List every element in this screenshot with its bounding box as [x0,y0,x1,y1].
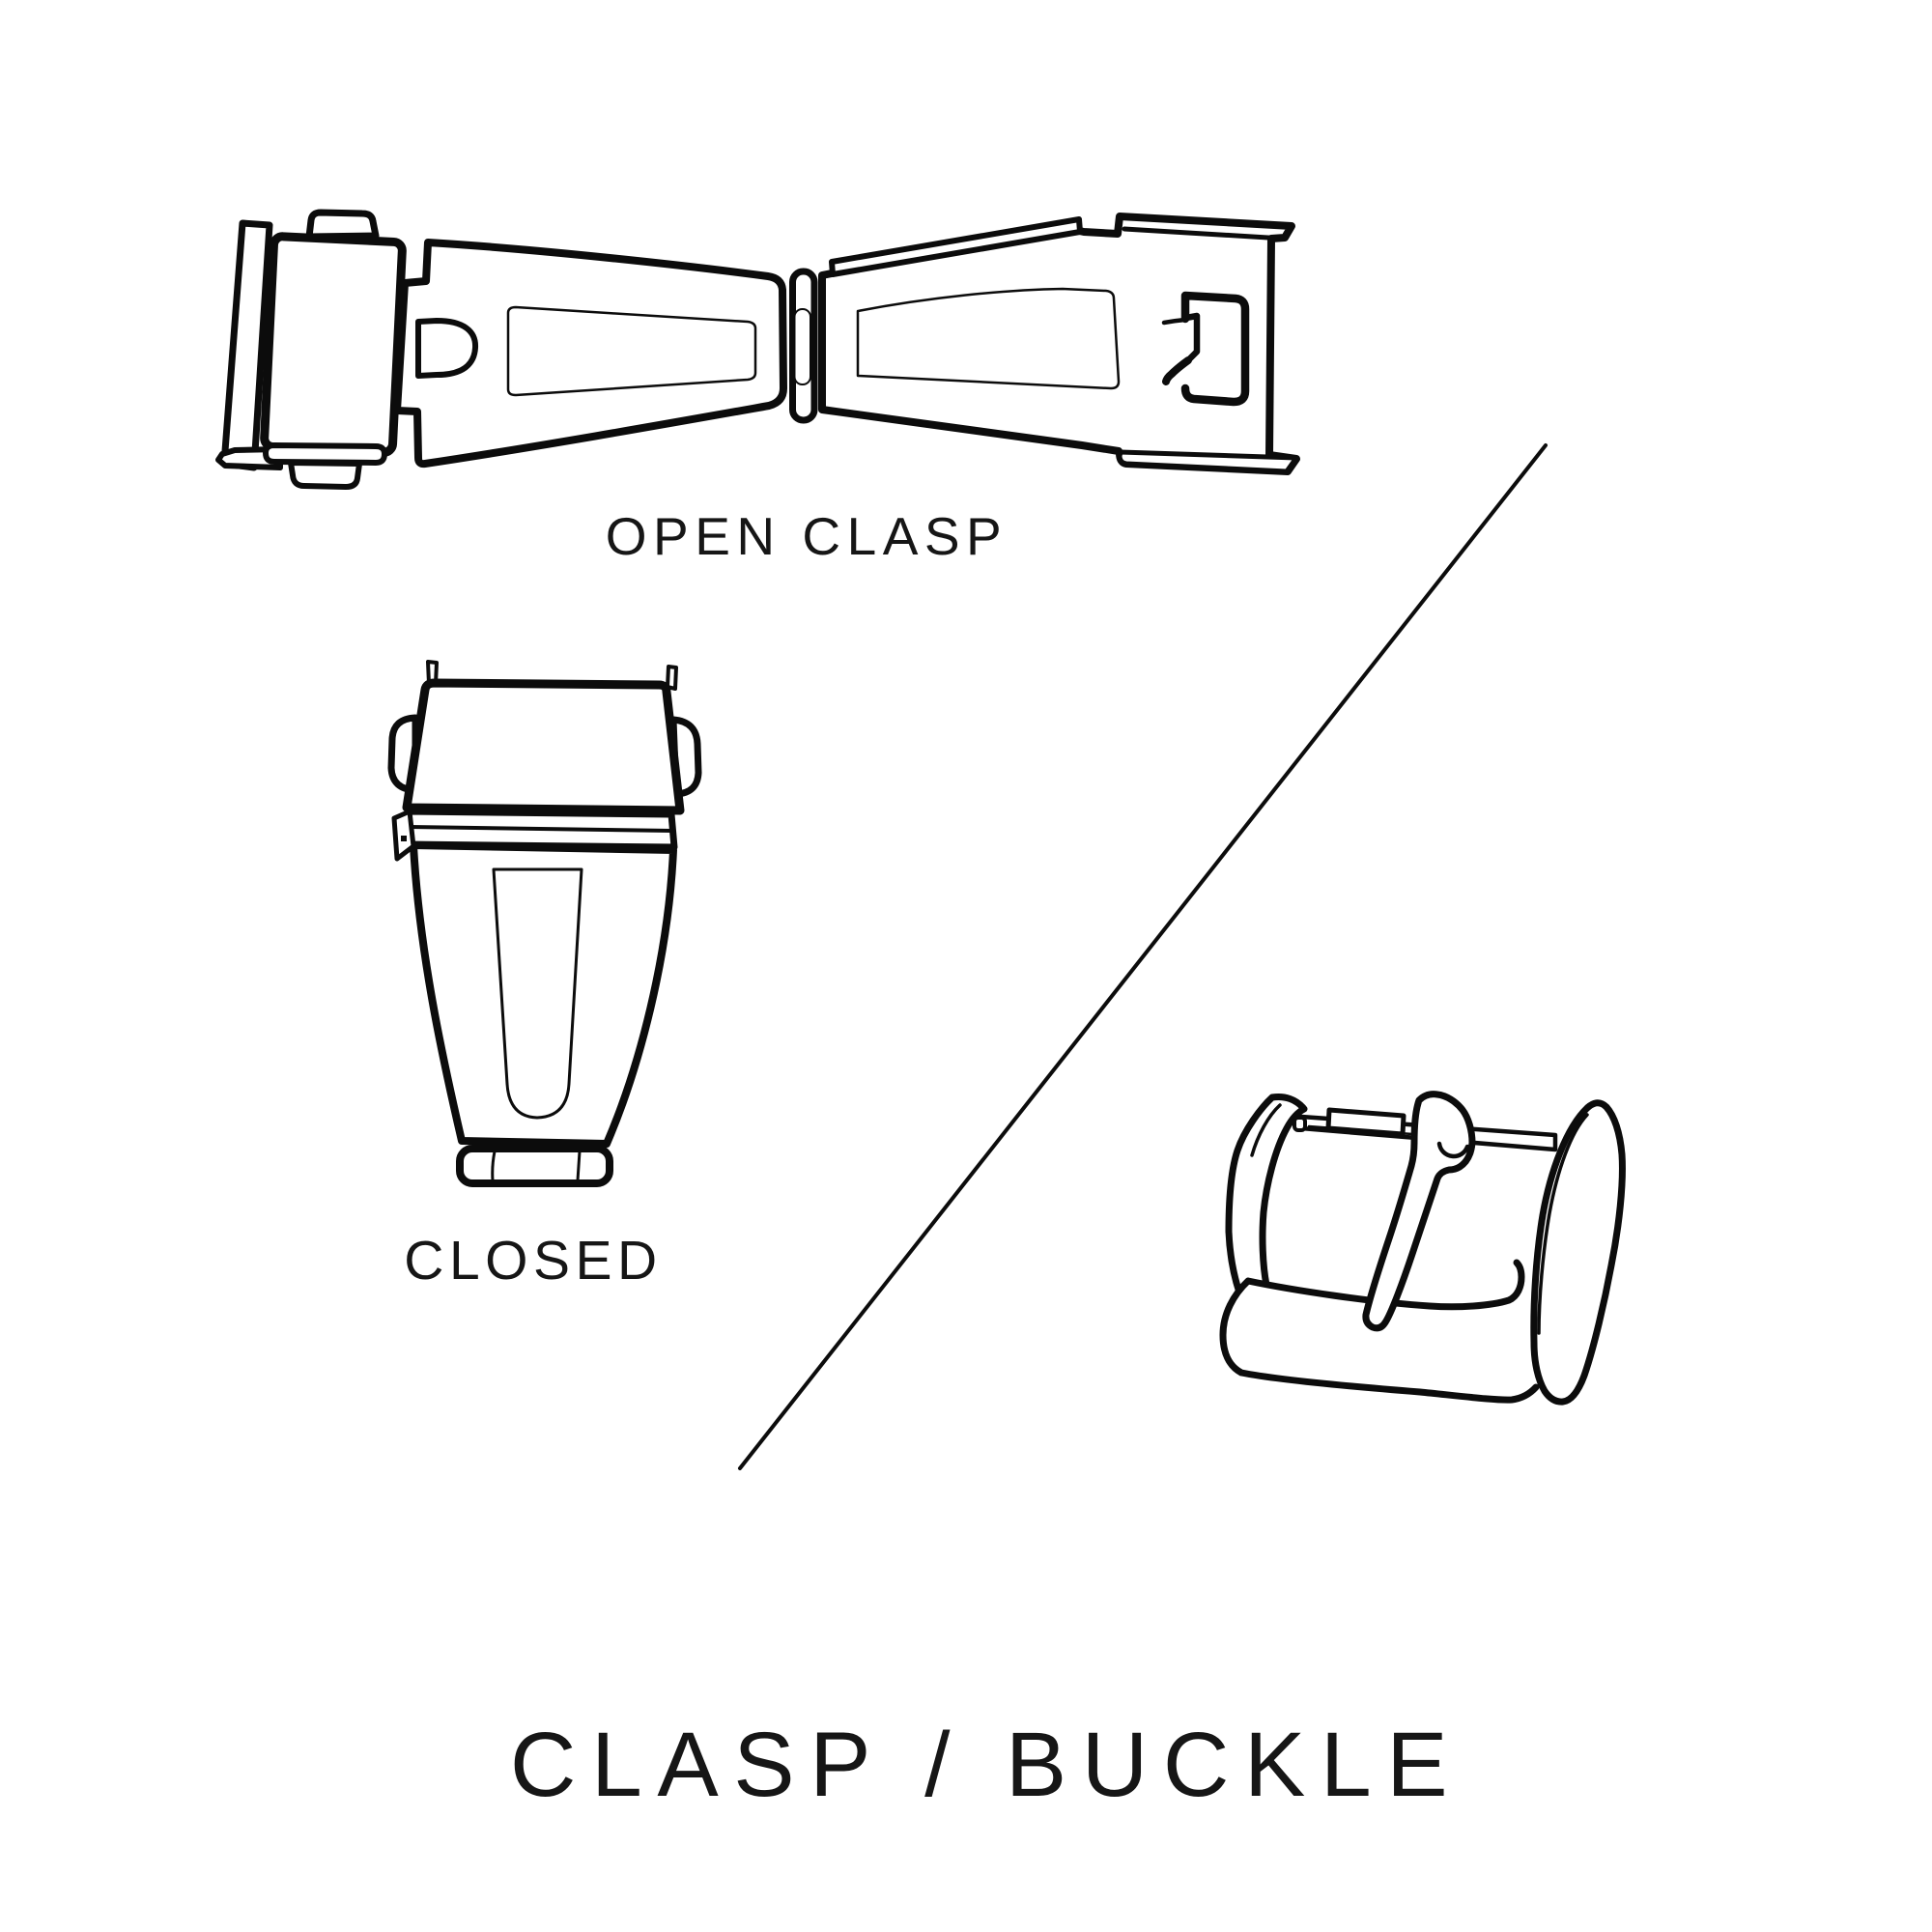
svg-text:CLASP / BUCKLE: CLASP / BUCKLE [510,1714,1463,1816]
svg-text:OPEN CLASP: OPEN CLASP [606,506,1009,566]
svg-text:CLOSED: CLOSED [404,1230,662,1292]
